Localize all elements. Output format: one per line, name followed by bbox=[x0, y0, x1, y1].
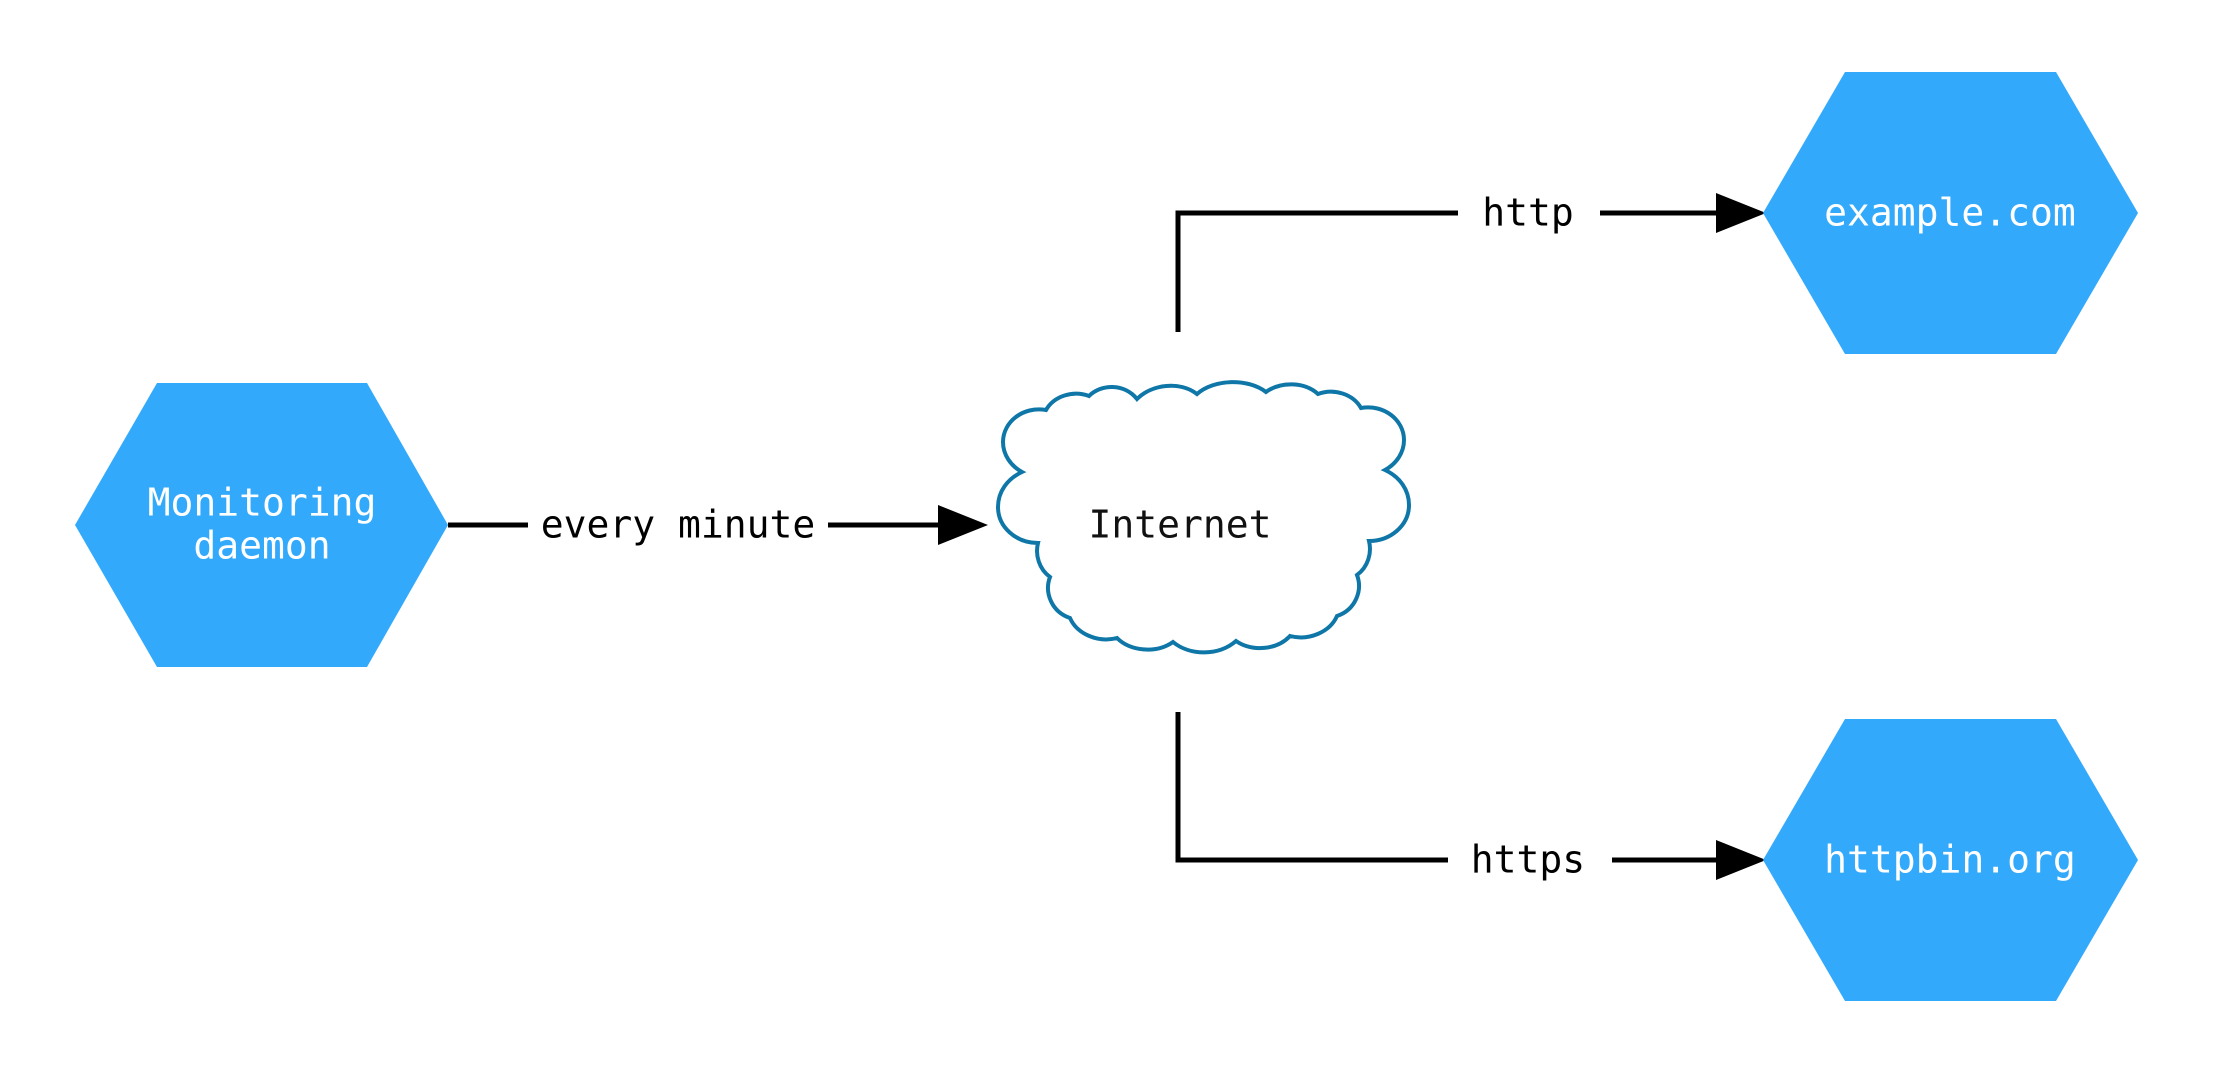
arrowhead-to-httpbin bbox=[1716, 840, 1766, 880]
edge-internet-to-example[interactable]: http bbox=[1175, 191, 1766, 333]
node-httpbin-org[interactable]: httpbin.org bbox=[1763, 719, 2138, 1001]
edge-label-http: http bbox=[1482, 191, 1574, 235]
edge-daemon-to-internet[interactable]: every minute bbox=[448, 503, 988, 547]
node-label-monitoring-daemon-line2: daemon bbox=[193, 524, 330, 568]
node-internet[interactable]: Internet bbox=[995, 380, 1412, 655]
node-label-internet: Internet bbox=[1088, 503, 1271, 547]
arrowhead-to-example bbox=[1716, 193, 1766, 233]
hexagon-shape-example-com bbox=[1763, 72, 2138, 354]
node-label-monitoring-daemon-line1: Monitoring bbox=[148, 481, 377, 525]
cloud-shape-internet bbox=[995, 380, 1412, 655]
node-example-com[interactable]: example.com bbox=[1763, 72, 2138, 354]
edge-label-https: https bbox=[1471, 838, 1585, 882]
hexagon-shape-monitoring-daemon bbox=[75, 383, 448, 667]
edge-elbow-down-to-https bbox=[1175, 712, 1448, 863]
arrowhead-to-internet bbox=[938, 505, 988, 545]
node-label-httpbin-org: httpbin.org bbox=[1824, 838, 2076, 882]
edge-internet-to-httpbin[interactable]: https bbox=[1175, 712, 1766, 882]
node-label-example-com: example.com bbox=[1824, 191, 2076, 235]
edge-label-every-minute: every minute bbox=[541, 503, 816, 547]
hexagon-shape-httpbin-org bbox=[1763, 719, 2138, 1001]
node-monitoring-daemon[interactable]: Monitoring daemon bbox=[75, 383, 448, 667]
edge-elbow-up-to-http bbox=[1175, 210, 1458, 332]
